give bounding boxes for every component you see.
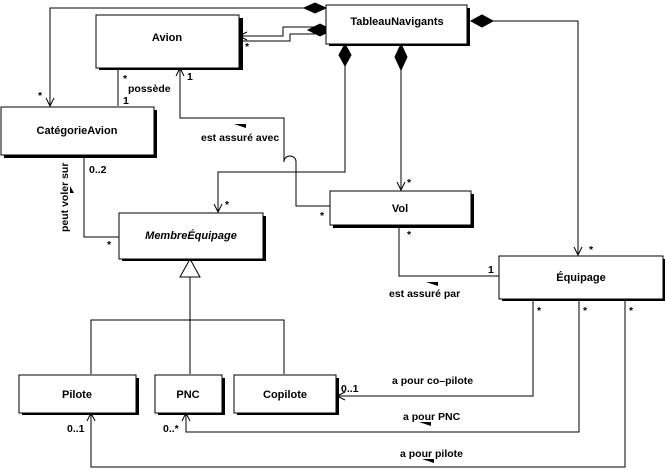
label-copilote: a pour co–pilote (392, 375, 473, 387)
mult-tab-vol: * (407, 177, 412, 189)
mult-pnc-end: 0..* (163, 423, 180, 435)
class-avion[interactable]: Avion (95, 14, 243, 70)
direction-marker-peut-voler-sur (70, 186, 74, 193)
class-membre-name: MembreÉquipage (145, 229, 237, 242)
mult-avion-possede: * (123, 73, 128, 85)
mult-membre-categorie: * (107, 239, 112, 251)
mult-tab-equipage: * (589, 244, 594, 256)
direction-marker-pnc (419, 422, 431, 426)
generalization-bar (90, 319, 285, 374)
class-vol[interactable]: Vol (329, 190, 474, 228)
vol-avion-hop (283, 155, 297, 163)
diamond-tableau-vol (394, 42, 408, 72)
mult-avion-vol: 1 (187, 71, 193, 83)
equipage-pnc-line (185, 299, 580, 433)
tableau-equipage-line (493, 20, 579, 255)
class-categorie-name: CatégorieAvion (37, 125, 118, 137)
mult-equipage-copilote: * (537, 305, 542, 317)
class-pnc-name: PNC (176, 389, 199, 401)
class-vol-name: Vol (392, 203, 408, 215)
mult-pilote-end: 0..1 (67, 423, 85, 435)
mult-vol-equipage: * (407, 229, 412, 241)
tableau-categorie-line (49, 7, 307, 105)
mult-copilote-end: 0..1 (341, 383, 359, 395)
tableau-membre-line (217, 66, 346, 212)
mult-tab-categorie: * (38, 90, 43, 102)
class-pilote[interactable]: Pilote (18, 374, 139, 415)
mult-vol-avion: * (320, 210, 325, 222)
tableau-avion-line-2 (239, 33, 315, 42)
association-labels: possède est assuré avec peut voler sur e… (59, 83, 473, 463)
multiplicities: * * * 1 1 0..2 * * * * * 1 * * * * 0..1 … (38, 41, 634, 435)
vol-avion-line-a (179, 68, 285, 162)
class-tableau-name: TableauNavigants (350, 16, 443, 28)
tableau-avion-line-1 (239, 26, 315, 37)
class-copilote[interactable]: Copilote (233, 374, 339, 415)
mult-categorie-possede: 1 (123, 95, 129, 107)
equipage-copilote-line (337, 299, 534, 397)
mult-categorie-membre: 0..2 (89, 164, 107, 176)
direction-marker-assure-par (426, 282, 438, 286)
direction-marker-assure-avec (234, 124, 246, 128)
direction-marker-pilote (422, 459, 434, 463)
class-pnc[interactable]: PNC (154, 374, 225, 415)
class-copilote-name: Copilote (263, 389, 307, 401)
class-avion-name: Avion (152, 32, 182, 44)
tableau-equipage-arrow (573, 246, 583, 257)
vol-avion-line-b (295, 162, 330, 207)
label-assure-par: est assuré par (389, 288, 460, 300)
tableau-categorie-arrow (45, 97, 55, 108)
categorie-membre-line (83, 155, 119, 238)
mult-equipage-pilote: * (629, 305, 634, 317)
class-membre-equipage[interactable]: MembreÉquipage (118, 212, 266, 261)
class-tableau-navigants[interactable]: TableauNavigants (325, 4, 470, 46)
tableau-vol-arrow (396, 181, 406, 192)
label-pilote: a pour pilote (400, 448, 463, 460)
mult-equipage-pnc: * (583, 305, 588, 317)
class-equipage[interactable]: Équipage (498, 255, 665, 301)
class-categorie-avion[interactable]: CatégorieAvion (0, 106, 157, 158)
label-possede: possède (128, 83, 171, 95)
tableau-membre-arrow (213, 203, 223, 214)
mult-equipage-vol: 1 (488, 264, 494, 276)
class-pilote-name: Pilote (62, 389, 92, 401)
association-lines (45, 7, 626, 468)
generalization-triangle (179, 257, 201, 278)
mult-tab-membre: * (225, 199, 230, 211)
class-equipage-name: Équipage (556, 271, 606, 284)
mult-tab-avion: * (245, 41, 250, 53)
vol-equipage-line (398, 225, 499, 277)
diamond-tableau-equipage (469, 14, 495, 28)
equipage-pilote-line (90, 299, 626, 468)
diamond-tableau-categorie (302, 2, 328, 14)
composition-diamonds (302, 2, 495, 72)
label-assure-avec: est assuré avec (201, 132, 279, 144)
diamond-tableau-membre (338, 42, 352, 68)
label-pnc: a pour PNC (403, 411, 461, 423)
label-peut-voler-sur: peut voler sur (59, 163, 71, 232)
